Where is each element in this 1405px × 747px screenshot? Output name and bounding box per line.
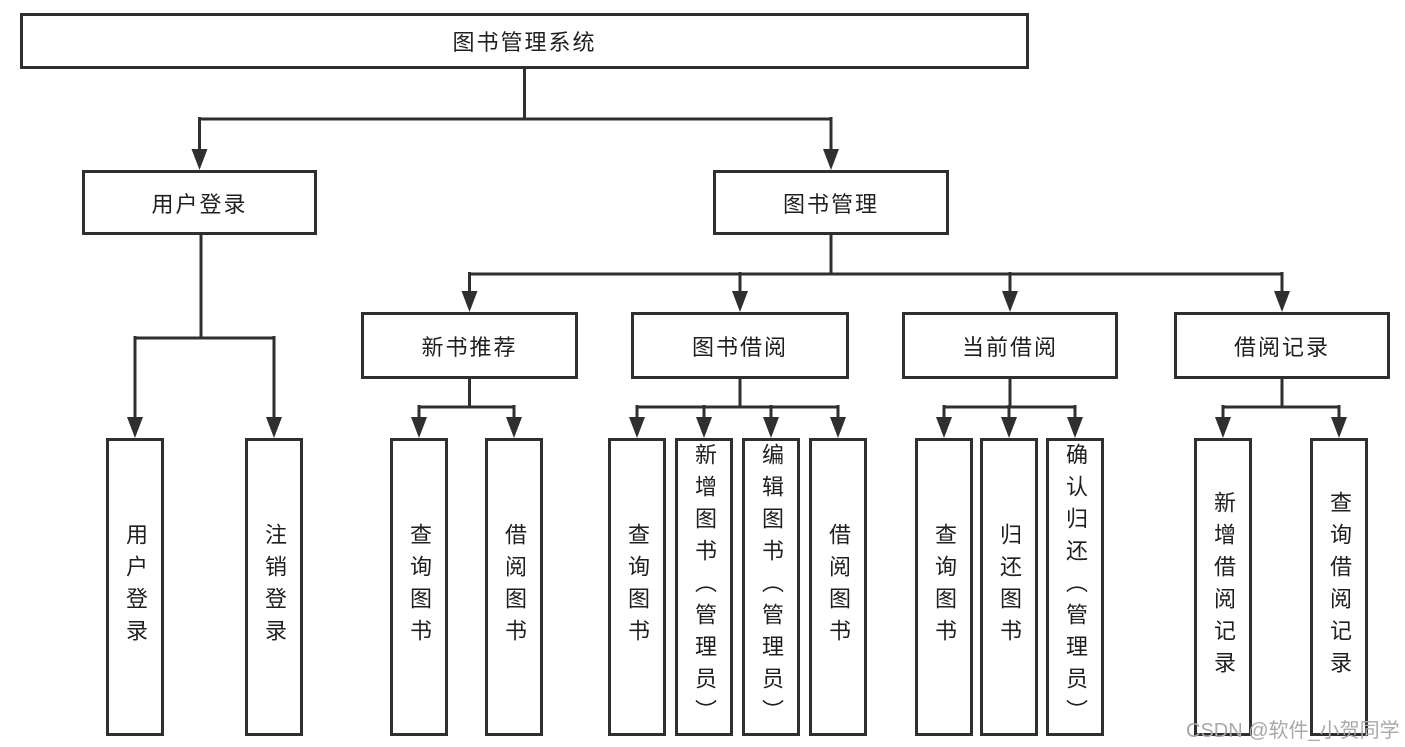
leaf-borrow-query-book-label: 查询图书 <box>625 523 650 651</box>
node-book-borrow: 图书借阅 <box>631 312 849 379</box>
leaf-borrow-borrow-book: 借阅图书 <box>809 438 867 736</box>
leaf-newbook-borrow-book-label: 借阅图书 <box>502 523 527 651</box>
node-new-book-recommend: 新书推荐 <box>361 312 578 379</box>
leaf-borrow-add-book-admin-label: 新增图书（管理员） <box>692 443 717 731</box>
leaf-login-logout: 注销登录 <box>245 438 303 736</box>
leaf-borrow-edit-book-admin: 编辑图书（管理员） <box>742 438 800 736</box>
leaf-newbook-query-book: 查询图书 <box>390 438 448 736</box>
node-user-login: 用户登录 <box>82 170 317 235</box>
leaf-current-return-book-label: 归还图书 <box>997 523 1022 651</box>
connector-book-borrow-children <box>629 379 846 438</box>
leaf-newbook-query-book-label: 查询图书 <box>407 523 432 651</box>
leaf-current-query-book-label: 查询图书 <box>932 523 957 651</box>
connector-current-borrow-children <box>936 379 1083 438</box>
connector-borrow-record-children <box>1215 379 1347 438</box>
leaf-login-logout-label: 注销登录 <box>262 523 287 651</box>
leaf-borrow-query-book: 查询图书 <box>608 438 666 736</box>
connector-user-login-children <box>127 235 282 438</box>
leaf-borrow-add-book-admin: 新增图书（管理员） <box>675 438 733 736</box>
leaf-current-return-book: 归还图书 <box>980 438 1038 736</box>
leaf-record-add-borrow-record-label: 新增借阅记录 <box>1211 491 1236 683</box>
node-borrow-record: 借阅记录 <box>1174 312 1390 379</box>
leaf-record-query-borrow-record-label: 查询借阅记录 <box>1327 491 1352 683</box>
leaf-current-query-book: 查询图书 <box>915 438 973 736</box>
leaf-borrow-borrow-book-label: 借阅图书 <box>826 523 851 651</box>
node-current-borrow: 当前借阅 <box>902 312 1118 379</box>
csdn-watermark: CSDN @软件_小贺同学 <box>1186 720 1400 742</box>
leaf-current-confirm-return-admin-label: 确认归还（管理员） <box>1063 443 1088 731</box>
leaf-current-confirm-return-admin: 确认归还（管理员） <box>1046 438 1104 736</box>
leaf-record-add-borrow-record: 新增借阅记录 <box>1194 438 1252 736</box>
leaf-record-query-borrow-record: 查询借阅记录 <box>1310 438 1368 736</box>
leaf-borrow-edit-book-admin-label: 编辑图书（管理员） <box>759 443 784 731</box>
leaf-login-user-login: 用户登录 <box>106 438 164 736</box>
connector-book-management-sections <box>461 235 1290 312</box>
leaf-login-user-login-label: 用户登录 <box>123 523 148 651</box>
node-book-management: 图书管理 <box>713 170 949 235</box>
leaf-newbook-borrow-book: 借阅图书 <box>485 438 543 736</box>
connector-root-to-level2 <box>191 69 839 170</box>
connector-new-book-children <box>411 379 522 438</box>
node-root-library-management-system: 图书管理系统 <box>20 13 1029 69</box>
